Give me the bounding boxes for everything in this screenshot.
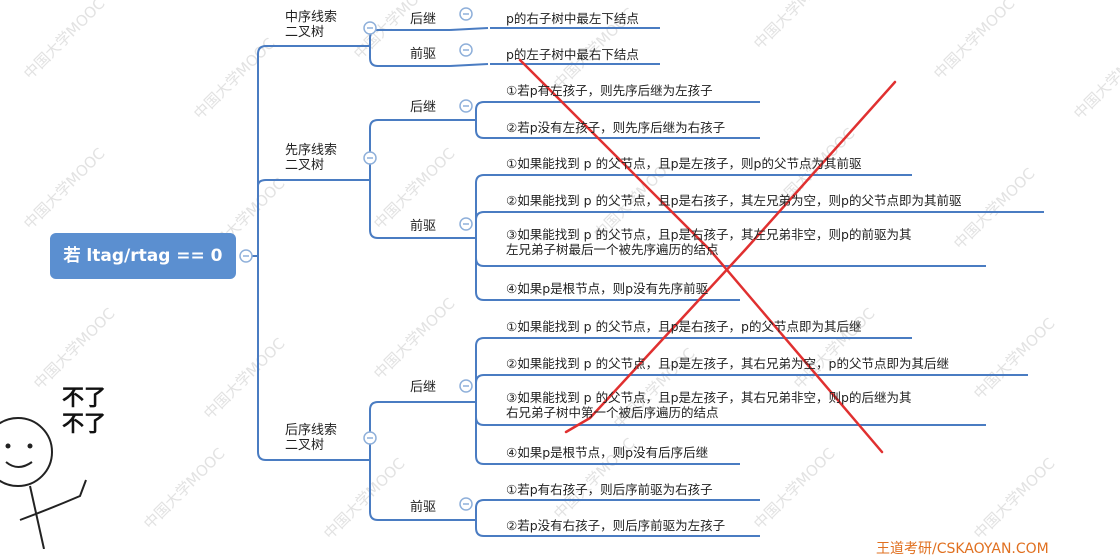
watermark-text: 中国大学MOOC — [1070, 34, 1120, 122]
watermark-text: 中国大学MOOC — [950, 164, 1038, 252]
branch-postorder-label[interactable]: 后序线索二叉树 — [285, 423, 338, 453]
watermark-text: 中国大学MOOC — [190, 34, 278, 122]
trunk-to-preorder — [257, 179, 282, 256]
sticker-face — [0, 417, 53, 487]
watermark-text: 中国大学MOOC — [320, 454, 408, 542]
sticker-arm — [19, 479, 87, 521]
red-cross-stroke-2 — [564, 80, 897, 434]
leaf-postorder-successor-4: ④如果p是根节点，则p没有后序后继 — [506, 445, 709, 460]
leaf-preorder-predecessor-4: ④如果p是根节点，则p没有先序前驱 — [506, 281, 709, 296]
connector-line — [360, 119, 392, 181]
watermark-text: 中国大学MOOC — [970, 454, 1058, 542]
root-node[interactable] — [50, 233, 236, 279]
connector-line — [360, 459, 392, 521]
leaf-postorder-successor-2: ②如果能找到 p 的父节点，且p是左孩子，其右兄弟为空，p的父节点即为其后继 — [506, 356, 949, 371]
root-node-label: 若 ltag/rtag == 0 — [63, 246, 223, 266]
sticker-mouth — [5, 461, 33, 468]
leaf-preorder-predecessor-3: ③如果能找到 p 的父节点，且p是右孩子，其左兄弟非空，则p的前驱为其左兄弟子树… — [506, 227, 912, 257]
connector-line — [450, 401, 490, 465]
connector-line — [450, 519, 490, 537]
leaf-preorder-successor-2: ②若p没有左孩子，则先序后继为右孩子 — [506, 120, 726, 135]
sticker-body — [29, 485, 45, 549]
postorder-predecessor-label[interactable]: 前驱 — [410, 500, 437, 515]
leaf-postorder-successor-3: ③如果能找到 p 的父节点，且p是左孩子，其右兄弟非空，则p的后继为其右兄弟子树… — [506, 390, 912, 420]
connector-line — [450, 374, 490, 403]
leaf-postorder-successor-1: ①如果能找到 p 的父节点，且p是右孩子，p的父节点即为其后继 — [506, 319, 862, 334]
leaf-preorder-predecessor-1: ①如果能找到 p 的父节点，且p是左孩子，则p的父节点为其前驱 — [506, 156, 862, 171]
watermark-text: 中国大学MOOC — [30, 304, 118, 392]
brand-watermark: 王道考研/CSKAOYAN.COM — [876, 541, 1049, 557]
preorder-successor-label[interactable]: 后继 — [410, 100, 437, 115]
connector-line — [449, 27, 489, 31]
leaf-postorder-predecessor-2: ②若p没有右孩子，则后序前驱为左孩子 — [506, 518, 726, 533]
sticker-eye — [5, 443, 11, 449]
sticker-eye — [27, 443, 33, 449]
watermark-text: 中国大学MOOC — [970, 314, 1058, 402]
connector-line — [360, 401, 392, 461]
connector-line — [360, 179, 392, 239]
watermark-text: 中国大学MOOC — [750, 0, 838, 53]
branch-preorder-label[interactable]: 先序线索二叉树 — [285, 143, 338, 173]
trunk-to-inorder — [252, 45, 282, 257]
connector-line — [449, 63, 489, 67]
connector-line — [450, 211, 490, 239]
inorder-predecessor-label[interactable]: 前驱 — [410, 47, 437, 62]
postorder-successor-label[interactable]: 后继 — [410, 380, 437, 395]
connector-line — [450, 101, 490, 121]
connector-line — [450, 237, 490, 267]
watermark-text: 中国大学MOOC — [200, 334, 288, 422]
connector-line — [450, 119, 490, 139]
watermark-text: 中国大学MOOC — [20, 0, 108, 83]
watermark-text: 中国大学MOOC — [370, 294, 458, 382]
red-cross-stroke-1 — [518, 58, 884, 454]
branch-inorder-label[interactable]: 中序线索二叉树 — [285, 10, 338, 40]
leaf-postorder-predecessor-1: ①若p有右孩子，则后序前驱为右孩子 — [506, 482, 713, 497]
leaf-preorder-predecessor-2: ②如果能找到 p 的父节点，且p是右孩子，其左兄弟为空，则p的父节点即为其前驱 — [506, 193, 962, 208]
trunk-to-postorder — [257, 256, 282, 461]
leaf-preorder-successor-1: ①若p有左孩子，则先序后继为左孩子 — [506, 83, 713, 98]
watermark-text: 中国大学MOOC — [20, 144, 108, 232]
sticker-text: 不了不了 — [62, 386, 107, 437]
connector-line — [450, 401, 490, 426]
inorder-successor-label[interactable]: 后继 — [410, 12, 437, 27]
leaf-inorder-predecessor-1: p的左子树中最右下结点 — [506, 47, 639, 62]
connector-line — [450, 237, 490, 301]
watermark-text: 中国大学MOOC — [140, 444, 228, 532]
connector-line — [450, 174, 490, 239]
leaf-inorder-successor-1: p的右子树中最左下结点 — [506, 11, 639, 26]
connector-line — [450, 499, 490, 521]
watermark-text: 中国大学MOOC — [750, 444, 838, 532]
connector-line — [450, 337, 490, 403]
watermark-text: 中国大学MOOC — [930, 0, 1018, 83]
connector-line — [360, 45, 392, 67]
preorder-predecessor-label[interactable]: 前驱 — [410, 219, 437, 234]
